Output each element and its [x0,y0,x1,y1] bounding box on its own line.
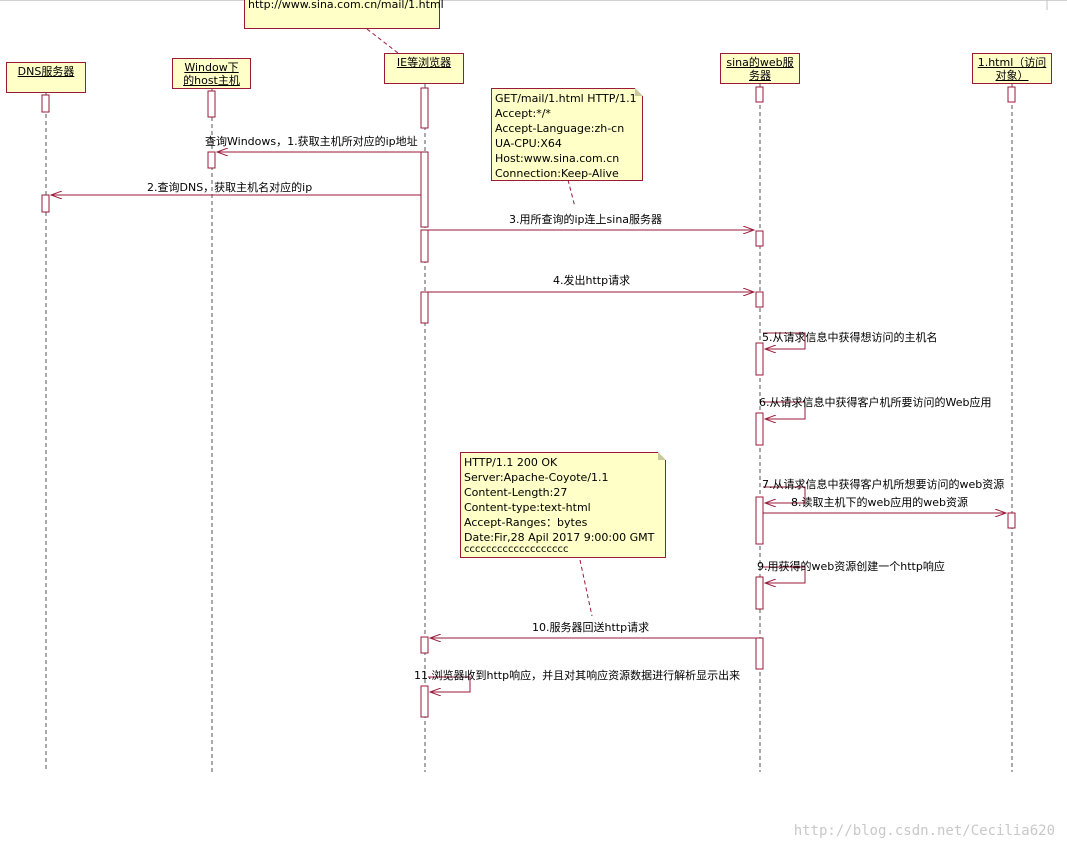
lifeline-label-browser: IE等浏览器 [396,56,452,69]
activations [41,86,1016,718]
message-label-6: 6.从请求信息中获得客户机所要访问的Web应用 [759,396,992,409]
response-line-2: Server:Apache-Coyote/1.1 [464,471,609,484]
lifeline-head-html: 1.html（访问对象） [972,53,1052,84]
activation-browser-2 [420,151,429,228]
arrow-msg-5 [763,332,806,349]
activation-sina-4 [755,342,764,376]
lifeline-head-browser: IE等浏览器 [384,53,464,84]
message-label-4: 4.发出http请求 [553,274,631,287]
lifeline-label-host: Window下的host主机 [183,61,240,87]
activation-sina-7 [755,576,764,610]
message-label-7: 7.从请求信息中获得客户机所想要访问的web资源 [762,478,1005,491]
activation-sina-1 [755,86,764,103]
activation-sina-8 [755,637,764,670]
message-label-2: 2.查询DNS，获取主机名对应的ip [147,181,313,194]
arrow-msg-11 [428,676,471,692]
message-label-3: 3.用所查询的ip连上sina服务器 [509,213,663,226]
top-note-connector [366,28,399,54]
activation-dns-2 [41,194,50,213]
message-label-10: 10.服务器回送http请求 [532,621,650,634]
response-line-6: Date:Fir,28 Apil 2017 9:00:00 GMT [464,531,655,544]
request-line-3: Accept-Language:zh-cn [495,122,625,135]
lifeline-label-dns: DNS服务器 [17,65,75,78]
activation-dns-1 [41,94,50,113]
message-label-11: 11.浏览器收到http响应，并且对其响应资源数据进行解析显示出来 [414,669,741,682]
response-note-connector [579,559,593,617]
activation-sina-6 [755,496,764,545]
request-header-note: GET/mail/1.html HTTP/1.1 Accept:*/* Acce… [491,88,643,181]
message-label-1: 查询Windows，1.获取主机所对应的ip地址 [205,135,418,148]
activation-browser-5 [420,636,429,654]
request-note-connector [567,179,576,208]
arrow-msg-9 [763,566,806,583]
activation-sina-5 [755,412,764,446]
request-line-4: UA-CPU:X64 [495,137,562,150]
lifeline-head-host: Window下的host主机 [172,58,251,89]
watermark-text: http://blog.csdn.net/Cecilia620 [793,823,1055,839]
response-line-3: Content-Length:27 [464,486,568,499]
request-line-2: Accept:*/* [495,107,551,120]
note-fold-corner [635,88,643,96]
activation-sina-3 [755,291,764,308]
activation-browser-3 [420,229,429,263]
arrow-msg-7 [763,486,806,503]
message-label-5: 5.从请求信息中获得想访问的主机名 [762,331,938,344]
response-line-4: Content-type:text-html [464,501,591,514]
activation-html-1 [1007,86,1016,103]
response-header-note: HTTP/1.1 200 OK Server:Apache-Coyote/1.1… [460,452,666,558]
response-line-5: Accept-Ranges：bytes [464,516,588,529]
message-label-9: 9.用获得的web资源创建一个http响应 [757,560,945,573]
lifeline-head-dns: DNS服务器 [6,62,86,93]
request-line-1: GET/mail/1.html HTTP/1.1 [495,92,637,105]
lifeline-label-html: 1.html（访问对象） [977,56,1047,82]
note-fold-corner [658,452,666,460]
request-line-5: Host:www.sina.com.cn [495,152,620,165]
lifeline-head-sina: sina的web服务器 [720,53,800,84]
activation-sina-2 [755,230,764,247]
activation-browser-6 [420,685,429,718]
activation-host-1 [207,90,216,118]
arrow-msg-6 [763,401,806,419]
request-line-6: Connection:Keep-Alive [495,167,619,180]
top-url-text: http://www.sina.com.cn/mail/1.html [248,0,444,11]
activation-html-2 [1007,512,1016,529]
response-line-1: HTTP/1.1 200 OK [464,456,558,469]
message-arrows [51,152,1006,692]
activation-browser-4 [420,291,429,324]
message-label-8: 8.读取主机下的web应用的web资源 [791,496,968,509]
lifeline-label-sina: sina的web服务器 [726,56,794,82]
activation-host-2 [207,151,216,169]
top-url-note: http://www.sina.com.cn/mail/1.html [244,0,444,29]
response-line-7: ccccccccccccccccccc [464,544,569,555]
activation-browser-1 [420,87,429,129]
